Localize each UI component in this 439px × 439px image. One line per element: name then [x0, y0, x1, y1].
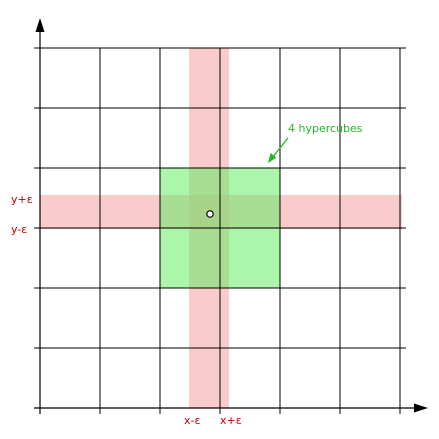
- grid: [34, 47, 406, 414]
- y-plus-epsilon-label: y+ε: [11, 193, 33, 206]
- x-plus-epsilon-label: x+ε: [220, 414, 242, 427]
- hypercubes-annotation: 4 hypercubes: [288, 122, 363, 135]
- x-minus-epsilon-label: x-ε: [184, 414, 200, 427]
- annotation-arrow: [271, 137, 289, 159]
- axes: [34, 26, 420, 414]
- sample-point: [206, 210, 214, 218]
- y-minus-epsilon-label: y-ε: [11, 223, 27, 236]
- x-axis-arrowhead: [414, 403, 428, 413]
- y-axis-arrowhead: [35, 18, 45, 32]
- annotation-arrowhead: [268, 153, 277, 163]
